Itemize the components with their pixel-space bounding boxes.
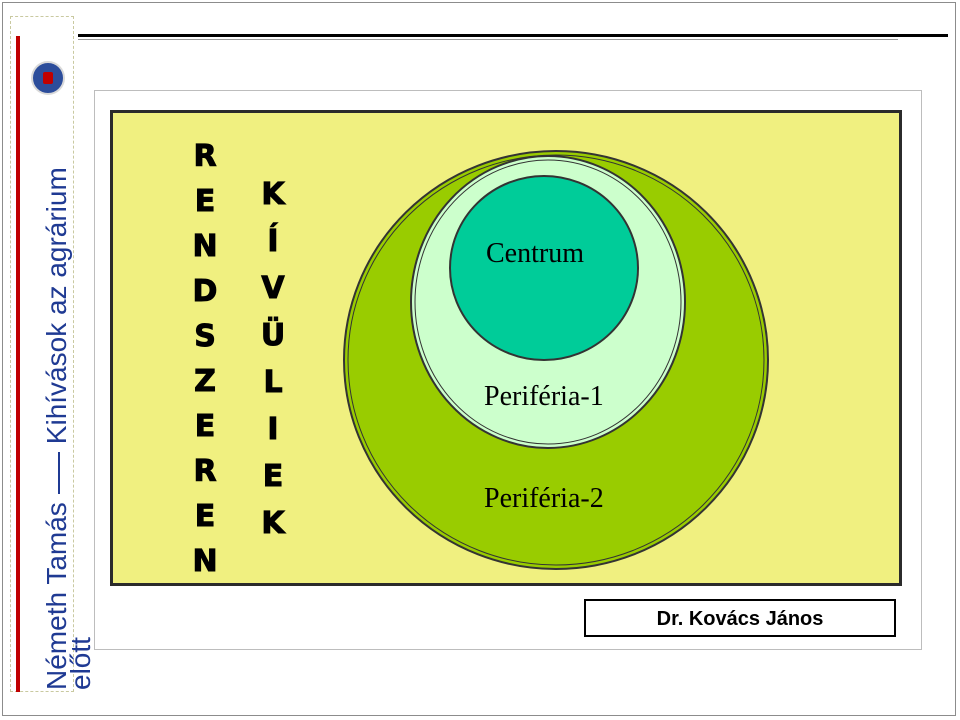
- letter: E: [262, 459, 284, 495]
- author-box: Dr. Kovács János: [584, 599, 896, 637]
- red-rule: [16, 36, 20, 692]
- letter: E: [194, 184, 216, 220]
- periferia-1-ring: [414, 159, 682, 445]
- side-banner: [10, 16, 74, 692]
- letter: N: [192, 229, 218, 265]
- centrum-label: Centrum: [486, 238, 584, 269]
- letter: K: [261, 506, 285, 542]
- periferia-1-label: Periféria-1: [484, 381, 604, 412]
- vertical-word-kivuliek: K Í V Ü L I E K: [256, 171, 290, 547]
- letter: R: [193, 454, 217, 490]
- university-seal-icon: [31, 61, 65, 95]
- letter: Z: [194, 364, 217, 400]
- vertical-word-rendszeren: R E N D S Z E R E N: [188, 134, 222, 584]
- letter: S: [194, 319, 217, 355]
- centrum-circle: [449, 175, 639, 361]
- letter: E: [194, 499, 216, 535]
- top-rule-thin: [78, 39, 898, 40]
- letter: R: [193, 139, 217, 175]
- letter: N: [192, 544, 218, 580]
- letter: E: [194, 409, 216, 445]
- letter: Í: [267, 224, 279, 260]
- letter: I: [267, 412, 279, 448]
- periferia-2-ring: [347, 154, 765, 566]
- letter: K: [261, 177, 285, 213]
- top-rule: [78, 34, 948, 37]
- letter: V: [261, 271, 285, 307]
- letter: Ü: [260, 318, 286, 354]
- periferia-2-label: Periféria-2: [484, 483, 604, 514]
- letter: D: [192, 274, 218, 310]
- letter: L: [263, 365, 283, 401]
